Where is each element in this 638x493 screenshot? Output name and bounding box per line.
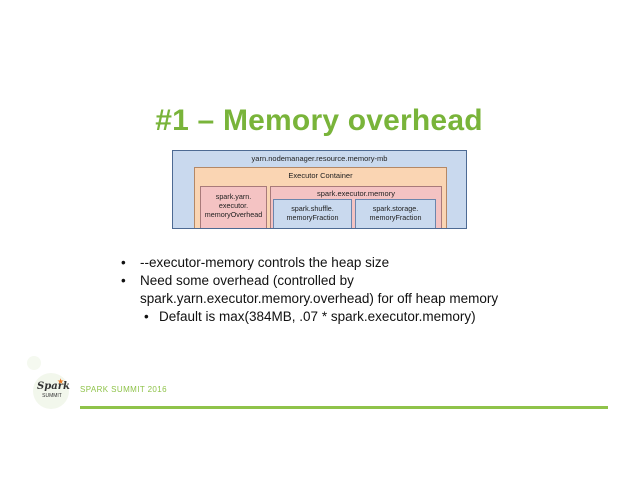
shuffle-fraction-label: spark.shuffle. memoryFraction: [274, 204, 351, 222]
slide-title: #1 – Memory overhead: [155, 104, 483, 137]
bullet-list: • --executor-memory controls the heap si…: [121, 254, 601, 326]
storage-fraction-box: spark.storage. memoryFraction: [355, 199, 436, 228]
bullet-text: Default is max(384MB, .07 * spark.execut…: [159, 309, 476, 324]
spark-logo-icon: Spark: [37, 381, 70, 392]
nodemanager-label: yarn.nodemanager.resource.memory-mb: [251, 154, 388, 163]
star-icon: ★: [57, 377, 65, 386]
decor-circle: [27, 356, 41, 370]
memory-diagram: yarn.nodemanager.resource.memory-mb Exec…: [172, 150, 467, 229]
storage-line-1: spark.storage.: [372, 204, 419, 213]
bullet-item: • Need some overhead (controlled by: [121, 272, 601, 290]
shuffle-line-2: memoryFraction: [286, 213, 339, 222]
executor-container-label: Executor Container: [288, 171, 353, 180]
bullet-marker: •: [121, 273, 126, 288]
bullet-continuation: spark.yarn.executor.memory.overhead) for…: [121, 290, 601, 308]
executor-memory-label: spark.executor.memory: [317, 189, 395, 198]
storage-line-2: memoryFraction: [369, 213, 422, 222]
bullet-item: • --executor-memory controls the heap si…: [121, 254, 601, 272]
footer-divider: [80, 406, 608, 409]
bullet-text: spark.yarn.executor.memory.overhead) for…: [140, 291, 499, 306]
memory-overhead-label: spark.yarn. executor. memoryOverhead: [201, 192, 266, 219]
executor-memory-box: spark.executor.memory spark.shuffle. mem…: [270, 186, 442, 228]
logo-subtitle: SUMMIT: [42, 393, 62, 399]
event-label: SPARK SUMMIT 2016: [80, 385, 167, 394]
memory-overhead-box: spark.yarn. executor. memoryOverhead: [200, 186, 267, 228]
bullet-marker: •: [144, 309, 149, 324]
overhead-line-1: spark.yarn.: [215, 192, 252, 201]
sub-bullet-item: • Default is max(384MB, .07 * spark.exec…: [121, 308, 601, 326]
logo-badge: [33, 373, 69, 409]
bullet-text: Need some overhead (controlled by: [140, 273, 354, 288]
shuffle-line-1: spark.shuffle.: [291, 204, 334, 213]
bullet-text: --executor-memory controls the heap size: [140, 255, 390, 270]
overhead-line-3: memoryOverhead: [204, 210, 263, 219]
bullet-marker: •: [121, 255, 126, 270]
storage-fraction-label: spark.storage. memoryFraction: [356, 204, 435, 222]
executor-container: Executor Container spark.yarn. executor.…: [194, 167, 447, 228]
shuffle-fraction-box: spark.shuffle. memoryFraction: [273, 199, 352, 228]
overhead-line-2: executor.: [218, 201, 249, 210]
